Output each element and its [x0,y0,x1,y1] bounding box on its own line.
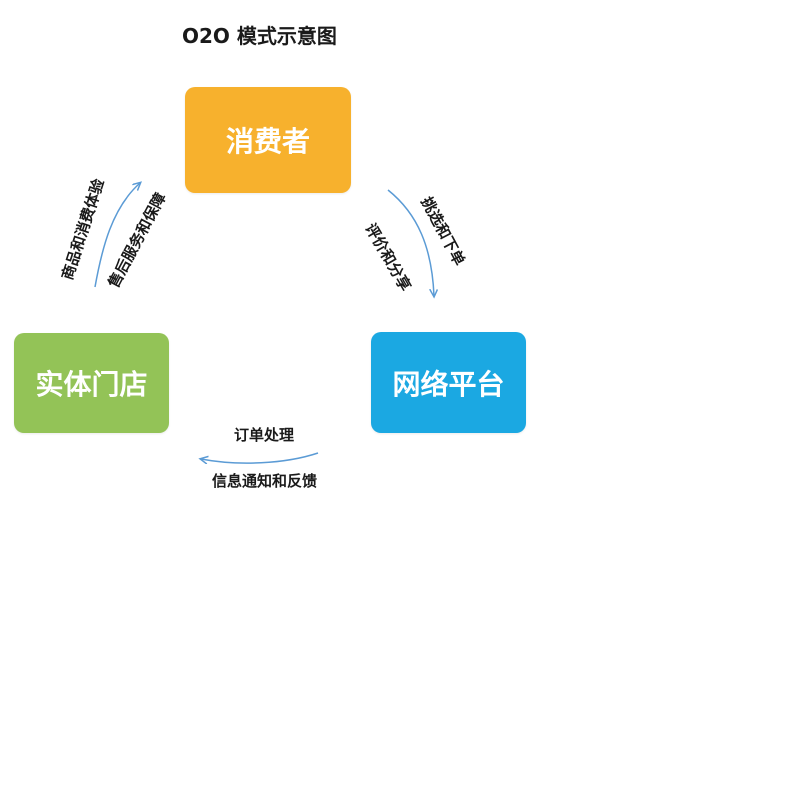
flow-label-store-consumer-secondary: 售后服务和保障 [104,189,170,291]
flow-label-consumer-platform-primary: 挑选和下单 [417,193,469,269]
consumer-node: 消费者 [185,87,351,193]
physical-store-node: 实体门店 [14,333,169,433]
flow-label-platform-store-secondary: 信息通知和反馈 [212,472,318,490]
flow-label-store-consumer-primary: 商品和消费体验 [58,176,108,283]
flow-label-consumer-platform-secondary: 评价和分享 [361,220,415,295]
diagram-title: O2O 模式示意图 [182,24,337,48]
online-platform-node: 网络平台 [371,332,526,433]
arrow-platform-to-store [201,452,319,463]
flow-label-platform-store-primary: 订单处理 [234,426,295,444]
